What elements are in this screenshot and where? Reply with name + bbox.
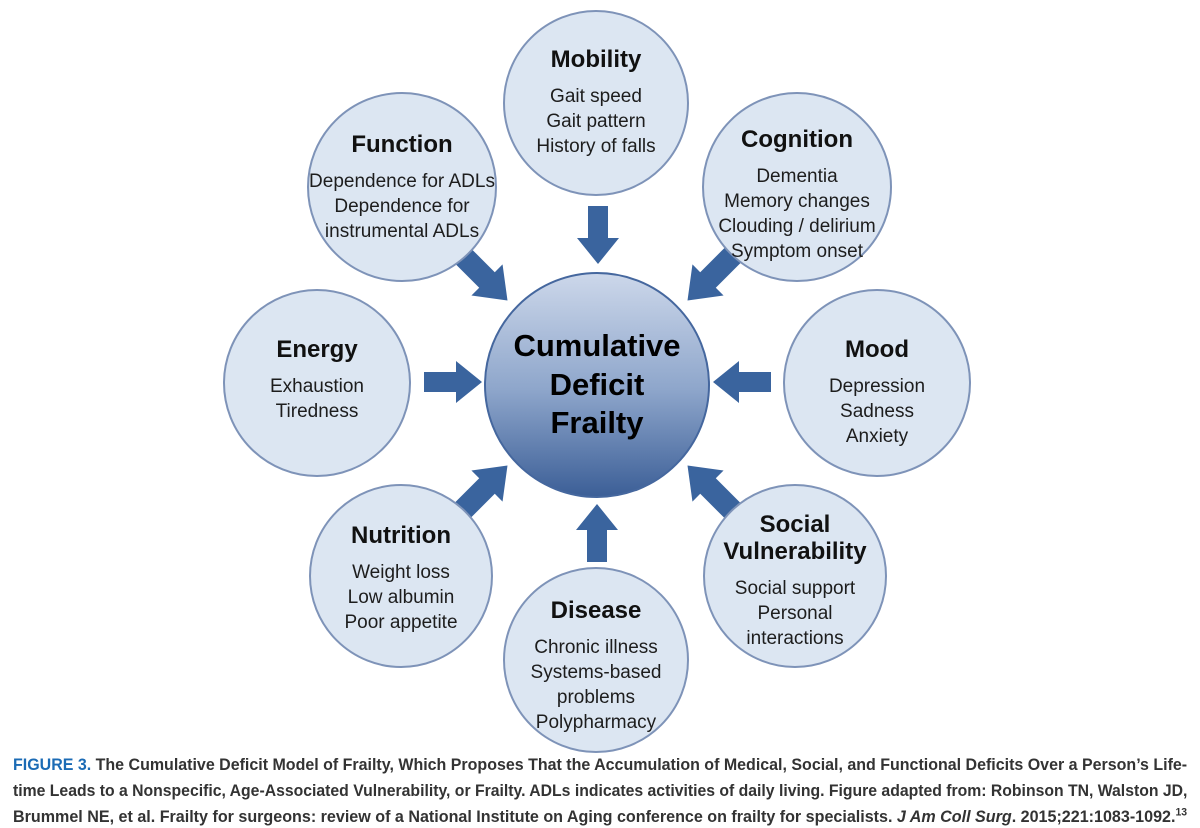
caption-line-3: Brummel NE, et al. Frailty for surgeons:… — [13, 804, 1187, 828]
center-circle-cumulative-deficit-frailty: Cumulative Deficit Frailty — [484, 272, 710, 498]
circle-energy-detail: Exhaustion Tiredness — [269, 375, 364, 422]
figure-caption: FIGURE 3. The Cumulative Deficit Model o… — [13, 752, 1187, 828]
circle-nutrition: Nutrition Weight loss Low albumin Poor a… — [309, 484, 493, 668]
circle-function-detail: Dependence for ADLs Dependence for instr… — [309, 170, 495, 243]
circle-function: Function Dependence for ADLs Dependence … — [307, 92, 497, 282]
caption-line-3-text: Brummel NE, et al. Frailty for surgeons:… — [13, 807, 893, 826]
circle-nutrition-detail: Weight loss Low albumin Poor appetite — [344, 561, 458, 634]
circle-mood-detail: Depression Sadness Anxiety — [828, 375, 926, 448]
caption-line-1-text: The Cumulative Deficit Model of Frailty,… — [95, 755, 1188, 774]
arrow-mobility-to-center-icon — [577, 206, 619, 264]
circle-disease-detail: Chronic illness Systems-based problems P… — [530, 636, 662, 734]
circle-energy: Energy Exhaustion Tiredness — [223, 289, 411, 477]
circle-mobility-title: Mobility — [550, 46, 642, 73]
arrow-mood-to-center-icon — [713, 361, 771, 403]
circle-cognition-detail: Dementia Memory changes Clouding / delir… — [718, 165, 876, 263]
arrow-energy-to-center-icon — [424, 361, 482, 403]
caption-line-2-text: time Leads to a Nonspecific, Age-Associa… — [13, 781, 1188, 800]
center-circle-title: Cumulative Deficit Frailty — [513, 327, 681, 441]
circle-cognition: Cognition Dementia Memory changes Cloudi… — [702, 92, 892, 282]
circle-social-vulnerability-title: Social Vulnerability — [723, 511, 867, 565]
circle-function-title: Function — [351, 131, 453, 158]
circle-social-vulnerability: Social Vulnerability Social support Pers… — [703, 484, 887, 668]
caption-citation-tail: . 2015;221:1083-1092. — [1011, 807, 1176, 826]
caption-reference-superscript: 13 — [1175, 806, 1188, 819]
circle-cognition-title: Cognition — [741, 126, 853, 153]
circle-disease: Disease Chronic illness Systems-based pr… — [503, 567, 689, 753]
circle-mood-title: Mood — [845, 336, 909, 363]
circle-mobility: Mobility Gait speed Gait pattern History… — [503, 10, 689, 196]
caption-journal-name: J Am Coll Surg — [896, 807, 1012, 826]
caption-figure-label: FIGURE 3. — [13, 755, 92, 774]
circle-mood: Mood Depression Sadness Anxiety — [783, 289, 971, 477]
circle-nutrition-title: Nutrition — [351, 522, 451, 549]
circle-energy-title: Energy — [276, 336, 358, 363]
arrow-disease-to-center-icon — [576, 504, 618, 562]
circle-disease-title: Disease — [550, 597, 642, 624]
circle-social-vulnerability-detail: Social support Personal interactions — [734, 577, 856, 649]
circle-mobility-detail: Gait speed Gait pattern History of falls — [536, 85, 656, 158]
caption-line-2: time Leads to a Nonspecific, Age-Associa… — [13, 778, 1187, 804]
caption-line-1: FIGURE 3. The Cumulative Deficit Model o… — [13, 752, 1187, 778]
